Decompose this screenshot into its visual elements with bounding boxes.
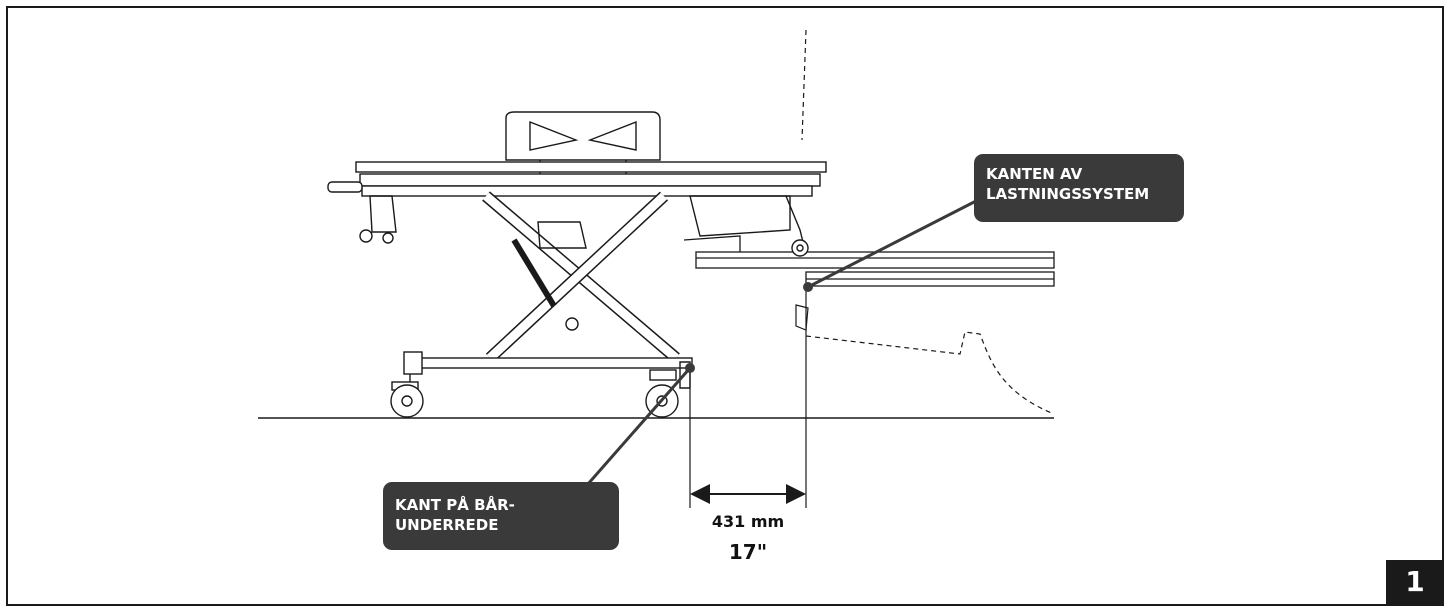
dimension-imperial: 17" — [728, 540, 768, 564]
figure-frame — [6, 6, 1444, 606]
figure-number: 1 — [1386, 560, 1444, 604]
dimension-metric: 431 mm — [711, 512, 785, 531]
leader-base-edge — [586, 367, 692, 485]
callout-base-edge: KANT PÅ BÅR- UNDERREDE — [383, 482, 619, 550]
stretcher — [327, 111, 827, 418]
leader-loader-edge — [807, 198, 979, 289]
callout-loader-edge: KANTEN AV LASTNINGSSYSTEM — [974, 154, 1184, 222]
leader-loader-dot — [803, 282, 813, 292]
leader-base-dot — [685, 363, 695, 373]
loading-system — [683, 235, 1055, 287]
vehicle-outline — [801, 29, 1055, 415]
